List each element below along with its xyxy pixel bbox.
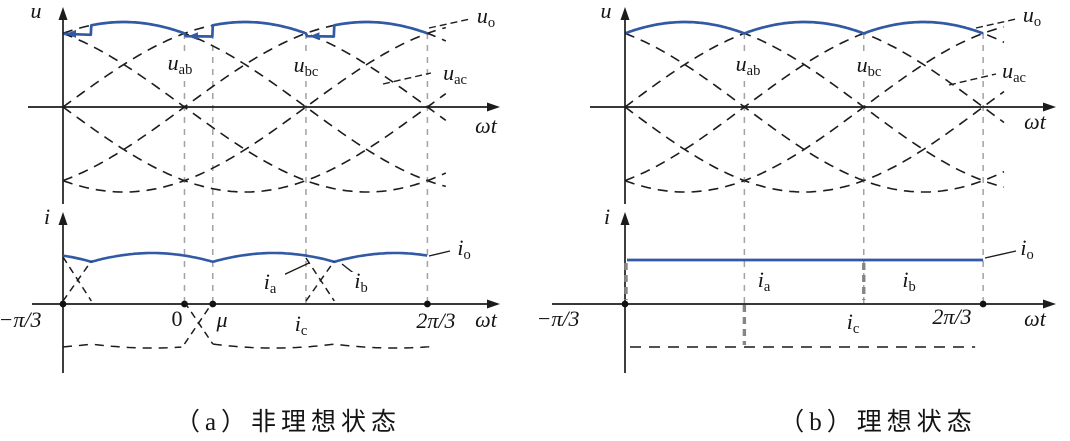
u-bc-label-bg (283, 54, 329, 80)
notch-left-arrow (66, 29, 76, 38)
current-x-axis-arrow (1043, 299, 1056, 309)
label-pointer-dashed (975, 18, 1017, 29)
label-axis-i: i (604, 204, 610, 229)
i-c-label-bg (839, 314, 867, 334)
label-i-c: ic (295, 311, 308, 339)
label-tick-neg-pi-3: −π/3 (0, 307, 41, 332)
label-u-ab: uab (736, 51, 761, 79)
line-voltage-curve (62, 26, 447, 193)
notch-left-arrow (187, 32, 198, 41)
i-a-label-bg (255, 273, 285, 295)
label-u-ac: uac (1002, 58, 1026, 86)
tick-dot (979, 300, 987, 308)
tick-dot (209, 300, 217, 308)
line-voltage-curve (624, 90, 1005, 193)
label-tick-0: 0 (172, 306, 183, 331)
label-pointer-dashed (948, 73, 997, 86)
voltage-y-axis-arrow (620, 7, 630, 20)
line-voltage-curve (62, 21, 447, 188)
u-ab-label-bg (725, 53, 771, 79)
label-tick-2pi-3: 2π/3 (416, 308, 455, 333)
current-y-axis-arrow (620, 212, 630, 225)
phase-current-ramp (62, 256, 92, 302)
label-tick-2pi-3: 2π/3 (932, 304, 971, 329)
label-i-o: io (1020, 235, 1033, 263)
tick-dot (621, 300, 629, 308)
waveform-svg: u ωt uo uab ubc uac i io ia ib ic −π/3 0 μ 2π/3 ωt u ωt uo… (0, 0, 1056, 373)
label-pointer (984, 250, 1017, 259)
phase-current-ramp (305, 257, 335, 302)
voltage-x-axis-arrow (487, 102, 500, 112)
line-voltage-curve (62, 32, 447, 193)
label-axis-wt-bottom: ωt (475, 307, 498, 332)
line-voltage-curve (624, 32, 1005, 193)
notch-left-arrow (309, 32, 320, 41)
line-voltage-curve (624, 21, 1005, 188)
label-u-ab: uab (168, 50, 193, 78)
label-axis-wt-bottom: ωt (1024, 306, 1047, 331)
label-axis-wt-top: ωt (1024, 109, 1047, 134)
label-pointer-dashed (428, 18, 471, 29)
label-pointer-dashed (382, 72, 432, 85)
u-ab-label-bg (157, 52, 203, 78)
label-i-a: ia (758, 267, 771, 295)
label-u-bc: ubc (294, 52, 319, 80)
label-u-bc: ubc (857, 52, 882, 80)
i-o-curve (62, 251, 428, 264)
panel-b: u ωt uo uab ubc uac i io ia ib ic −π/3 2π/3 ωt (537, 0, 1056, 373)
i-a-label-bg (749, 271, 779, 293)
u-o-curve (63, 20, 429, 38)
u-o-curve (624, 20, 984, 35)
phase-current-ramp (305, 260, 335, 302)
tick-dot (424, 300, 431, 308)
label-axis-wt-top: ωt (475, 113, 498, 138)
label-i-b: ib (354, 268, 367, 296)
label-axis-i: i (44, 204, 50, 229)
label-u-o: uo (1023, 2, 1041, 30)
u-bc-label-bg (846, 54, 892, 80)
current-y-axis-arrow (58, 212, 68, 225)
i-c-negative-curve (212, 343, 436, 349)
label-i-o: io (457, 235, 470, 263)
label-pointer (428, 250, 451, 257)
label-tick-mu: μ (215, 307, 227, 332)
voltage-x-axis-arrow (1043, 102, 1056, 112)
i-b-label-bg (894, 271, 924, 293)
line-voltage-curve (62, 92, 447, 193)
label-i-b: ib (902, 267, 915, 295)
phase-current-ramp (183, 301, 214, 345)
tick-dot (59, 300, 67, 308)
label-u-o: uo (477, 3, 495, 31)
i-b-label-bg (346, 272, 376, 294)
current-x-axis-arrow (487, 299, 500, 309)
label-u-ac: uac (443, 60, 467, 88)
i-c-label-bg (287, 316, 315, 336)
i-c-negative-curve (62, 343, 182, 349)
line-voltage-curve (62, 21, 447, 122)
label-tick-neg-pi-3: −π/3 (537, 306, 580, 331)
label-axis-u: u (31, 0, 42, 23)
voltage-y-axis-arrow (58, 7, 68, 20)
label-axis-u: u (601, 0, 612, 23)
caption-b: （b）理想状态 (779, 409, 977, 436)
phase-current-ramp (62, 260, 92, 302)
caption-a: （a）非理想状态 (174, 409, 402, 436)
line-voltage-curve (62, 21, 447, 182)
label-i-a: ia (264, 269, 277, 297)
line-voltage-curve (624, 26, 1005, 193)
panel-a: u ωt uo uab ubc uac i io ia ib ic −π/3 0 μ 2π/3 ωt (0, 0, 500, 373)
label-i-c: ic (847, 309, 860, 337)
